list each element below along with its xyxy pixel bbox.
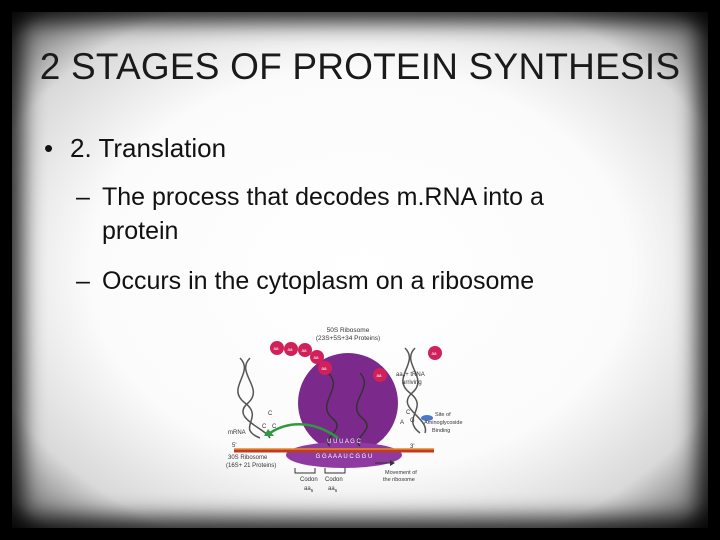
amino-bead-label: aa: [301, 348, 307, 353]
trna-left-c-2: C: [262, 424, 267, 430]
amino-bead-label: aa: [313, 355, 319, 360]
amino-bead-label: aa: [273, 346, 279, 351]
exit-arrow: [269, 423, 339, 440]
translation-diagram: 50S Ribosome (23S+5S+34 Proteins) aa aa …: [220, 318, 470, 503]
sub-bullet-marker: –: [76, 267, 90, 295]
amino-bead-label: aa: [321, 366, 327, 371]
trna-a-site: [355, 372, 368, 447]
trna-right-strand-2: [406, 347, 427, 434]
label-aa6: aa6: [328, 486, 338, 493]
trna-p-site: [325, 372, 338, 447]
label-movement-2: the ribosome: [383, 477, 415, 483]
label-site: Site of: [435, 412, 451, 418]
label-site-2: Aminoglycoside: [424, 420, 463, 426]
label-codon-1: Codon: [300, 477, 318, 483]
trna-left-c-3: C: [272, 424, 277, 430]
amino-acid-bead: [318, 361, 332, 375]
sub-bullet-text-1b: protein: [102, 217, 179, 245]
amino-acid-bead: [284, 342, 298, 356]
amino-acid-bead: [298, 343, 312, 357]
amino-acid-bead: [428, 346, 442, 360]
trna-right-strand: [402, 347, 421, 434]
sub-bullet-decodes: –The process that decodes m.RNA into a p…: [76, 180, 636, 248]
label-movement: Movement of: [385, 470, 417, 476]
codon-bracket-2: [324, 468, 346, 474]
amino-acid-bead: [270, 341, 284, 355]
trna-left-strand-2: [242, 357, 271, 439]
label-50s: 50S Ribosome: [327, 327, 370, 334]
amino-acid-bead: [373, 368, 387, 382]
bullet-text: 2. Translation: [70, 133, 227, 163]
amino-bead-label: aa: [287, 347, 293, 352]
sub-bullet-text-2: Occurs in the cytoplasm on a ribosome: [102, 267, 535, 295]
label-30s: 30S Ribosome: [228, 455, 268, 461]
trna-left-c-1: C: [268, 411, 273, 417]
slide-title: 2 STAGES OF PROTEIN SYNTHESIS: [39, 46, 681, 87]
label-aa5: aa5: [304, 486, 314, 493]
ribosome-large-subunit: [298, 353, 398, 453]
label-trna-arriving: aa7+ tRNA: [396, 372, 425, 379]
amino-bead-label: aa: [431, 351, 437, 356]
label-30s-proteins: (16S+ 21 Proteins): [226, 463, 276, 469]
trna-right-a: A: [400, 420, 404, 426]
bullet-marker: •: [44, 133, 54, 163]
trna-right-c: C: [406, 410, 411, 416]
exit-arrow-head: [264, 429, 274, 436]
ribosome-illustration: 50S Ribosome (23S+5S+34 Proteins) aa aa …: [226, 327, 463, 493]
sub-bullet-cytoplasm: –Occurs in the cytoplasm on a ribosome: [76, 264, 636, 298]
bullet-translation: • 2. Translation: [44, 133, 226, 164]
aminoglycoside-site-marker: [421, 415, 433, 421]
label-site-3: Binding: [432, 428, 450, 434]
label-five-prime: 5': [232, 443, 236, 449]
mrna-sequence: G G A A A U C G G U: [316, 454, 373, 460]
amino-acid-bead: [310, 350, 324, 364]
trna-left-strand: [237, 357, 261, 439]
anticodon-sequence: U U U A G C: [327, 439, 361, 445]
label-50s-proteins: (23S+5S+34 Proteins): [316, 335, 380, 342]
label-codon-2: Codon: [325, 477, 343, 483]
codon-bracket-1: [294, 468, 316, 474]
label-trna-arriving-2: arriving: [402, 380, 422, 386]
label-three-prime: 3': [410, 444, 414, 450]
sub-bullet-marker: –: [76, 183, 90, 211]
label-mrna: mRNA: [228, 430, 246, 436]
movement-arrow-head: [390, 460, 395, 466]
sub-bullet-text-1a: The process that decodes m.RNA into a: [102, 183, 544, 211]
amino-bead-label: aa: [376, 373, 382, 378]
trna-right-g: G: [410, 418, 415, 424]
